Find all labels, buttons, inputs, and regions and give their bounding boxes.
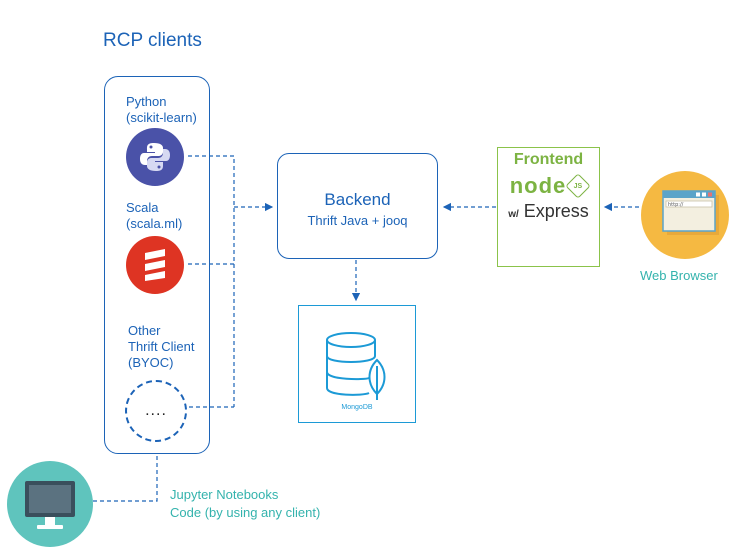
express-wordmark: Express (523, 201, 589, 221)
backend-subtitle: Thrift Java + jooq (307, 213, 408, 228)
jupyter-line1: Jupyter Notebooks (170, 487, 279, 502)
web-browser-icon: http:// (641, 171, 729, 259)
frontend-title: Frontend (513, 151, 584, 168)
other-client-label: Other Thrift Client (BYOC) (128, 323, 194, 371)
other-name: Other (128, 323, 161, 338)
mongodb-box: MongoDB (298, 305, 416, 423)
monitor-icon (7, 461, 93, 547)
scala-detail: (scala.ml) (126, 216, 183, 231)
frontend-box: Frontend node JS w/ Express (497, 147, 600, 267)
rcp-clients-box (104, 76, 210, 454)
python-label: Python (scikit-learn) (126, 94, 197, 126)
python-connector (188, 155, 235, 407)
python-icon (126, 128, 184, 186)
with-label: w/ (508, 209, 519, 220)
backend-title: Backend (324, 190, 391, 209)
python-detail: (scikit-learn) (126, 110, 197, 125)
express-label: w/ Express (498, 201, 599, 222)
jupyter-connector (93, 456, 158, 502)
scala-name: Scala (126, 200, 159, 215)
python-name: Python (126, 94, 167, 109)
other-detail2: (BYOC) (128, 355, 174, 370)
mongodb-label: MongoDB (341, 404, 373, 411)
backend-box: Backend Thrift Java + jooq (277, 153, 438, 259)
scala-icon (126, 236, 184, 294)
web-browser-label: Web Browser (640, 268, 718, 283)
node-logo: node JS (498, 173, 599, 199)
database-icon (326, 332, 386, 400)
browser-url-text: http:// (668, 202, 684, 208)
jupyter-line2: Code (by using any client) (170, 505, 321, 520)
scala-label: Scala (scala.ml) (126, 200, 182, 232)
other-detail: Thrift Client (128, 339, 195, 354)
js-hex-icon: JS (565, 173, 592, 199)
node-wordmark: node (509, 173, 567, 198)
rcp-clients-title: RCP clients (103, 30, 202, 51)
jupyter-caption: Jupyter Notebooks Code (by using any cli… (170, 486, 320, 522)
byoc-placeholder-circle: .... (125, 380, 187, 442)
byoc-dots: .... (145, 402, 167, 419)
